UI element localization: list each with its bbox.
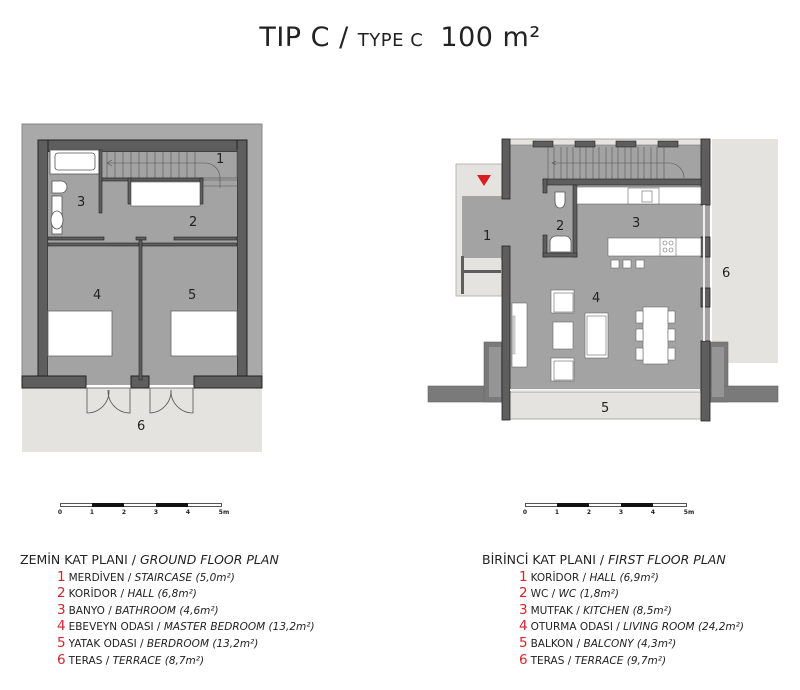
ground-room-label-1: 1 <box>216 152 224 167</box>
legend-tr: YATAK ODASI / <box>68 637 144 650</box>
ground-room-label-6: 6 <box>137 419 145 434</box>
heading-tr: ZEMİN KAT PLANI / <box>20 552 136 567</box>
legend-tr: MUTFAK / <box>530 604 580 617</box>
legend-number: 3 <box>519 601 528 618</box>
scale-tick: 4 <box>650 509 656 516</box>
legend-tr: WC / <box>530 588 556 601</box>
legend-tr: TERAS / <box>530 654 572 667</box>
first-floor-plan: 1 2 3 4 5 6 <box>427 138 779 422</box>
entrance-arrow-icon <box>477 175 491 186</box>
legend-en: BATHROOM (4,6m²) <box>115 604 219 617</box>
legend-en: WC (1,8m²) <box>558 588 619 601</box>
legend-en: MASTER BEDROOM (13,2m²) <box>163 621 315 634</box>
scale-tick: 0 <box>522 509 528 516</box>
ground-room-label-3: 3 <box>77 195 85 210</box>
legend-en: HALL (6,8m²) <box>127 588 197 601</box>
first-room-label-4: 4 <box>592 291 600 306</box>
legend-en: TERRACE (8,7m²) <box>112 654 205 667</box>
first-scale-bar: 0 1 2 3 4 5m <box>522 503 694 519</box>
legend-number: 2 <box>519 585 528 602</box>
legend-number: 6 <box>519 651 528 668</box>
legend-tr: OTURMA ODASI / <box>530 621 620 634</box>
legend-number: 4 <box>519 618 528 635</box>
ground-floor-plan: 1 2 3 4 5 6 <box>21 123 263 452</box>
first-room-label-6: 6 <box>722 266 730 281</box>
legend-number: 4 <box>57 618 66 635</box>
scale-tick: 3 <box>618 509 624 516</box>
scale-tick: 5m <box>683 509 695 516</box>
heading-en: GROUND FLOOR PLAN <box>139 552 279 567</box>
scale-tick: 2 <box>121 509 127 516</box>
heading-en: FIRST FLOOR PLAN <box>608 552 726 567</box>
legend-tr: EBEVEYN ODASI / <box>68 621 161 634</box>
legend-en: TERRACE (9,7m²) <box>574 654 667 667</box>
first-floor-heading: BİRİNCİ KAT PLANI / FIRST FLOOR PLAN <box>482 552 744 568</box>
legend-number: 1 <box>519 568 528 585</box>
first-room-label-1: 1 <box>483 229 491 244</box>
legend-tr: TERAS / <box>68 654 110 667</box>
first-room-label-2: 2 <box>556 219 564 234</box>
legend-number: 2 <box>57 585 66 602</box>
legend-number: 5 <box>57 634 66 651</box>
heading-tr: BİRİNCİ KAT PLANI / <box>482 552 605 567</box>
legend-tr: BANYO / <box>68 604 112 617</box>
legend-en: KITCHEN (8,5m²) <box>583 604 672 617</box>
ground-room-label-2: 2 <box>189 215 197 230</box>
title-area: 100 m² <box>440 22 541 53</box>
legend-number: 5 <box>519 634 528 651</box>
ground-scale-bar: 0 1 2 3 4 5m <box>57 503 229 519</box>
ground-room-label-5: 5 <box>188 288 196 303</box>
legend-tr: KORİDOR / <box>530 571 587 584</box>
legend-en: HALL (6,9m²) <box>589 571 659 584</box>
ground-floor-heading: ZEMİN KAT PLANI / GROUND FLOOR PLAN <box>20 552 315 568</box>
legend-en: STAIRCASE (5,0m²) <box>134 571 235 584</box>
scale-tick: 5m <box>218 509 230 516</box>
legend-en: LIVING ROOM (24,2m²) <box>623 621 744 634</box>
scale-tick: 1 <box>89 509 95 516</box>
scale-tick: 3 <box>153 509 159 516</box>
legend-tr: BALKON / <box>530 637 581 650</box>
legend-number: 3 <box>57 601 66 618</box>
legend-tr: KORİDOR / <box>68 588 125 601</box>
legend-tr: MERDİVEN / <box>68 571 132 584</box>
page-title: TIP C / TYPE C 100 m² <box>0 22 800 53</box>
legend-en: BERDROOM (13,2m²) <box>146 637 259 650</box>
scale-tick: 1 <box>554 509 560 516</box>
scale-tick: 0 <box>57 509 63 516</box>
title-main: TIP C / <box>259 22 349 53</box>
legend-number: 6 <box>57 651 66 668</box>
scale-tick: 2 <box>586 509 592 516</box>
title-sub: TYPE C <box>357 30 424 51</box>
first-room-label-3: 3 <box>632 216 640 231</box>
first-room-label-5: 5 <box>601 401 609 416</box>
legend-number: 1 <box>57 568 66 585</box>
ground-room-label-4: 4 <box>93 288 101 303</box>
scale-tick: 4 <box>185 509 191 516</box>
legend-en: BALCONY (4,3m²) <box>583 637 677 650</box>
